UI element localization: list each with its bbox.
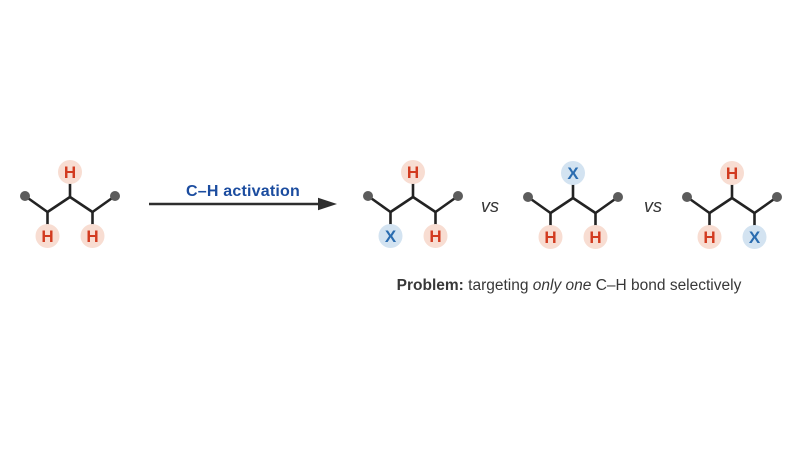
reaction-arrow-label: C–H activation [186, 183, 300, 200]
substituent-highlight-top [58, 160, 82, 184]
problem-caption: Problem: targeting only one C–H bond sel… [349, 277, 789, 295]
reaction-arrow-icon [147, 197, 341, 211]
vs-label-1: vs [481, 196, 499, 216]
substituent-highlight-top [720, 161, 744, 185]
substituent-highlight-bottom_left [35, 224, 60, 248]
problem-caption-emphasis: only one [532, 277, 592, 294]
substituent-label-bottom_left: H [703, 228, 715, 247]
problem-caption-mid: targeting [463, 277, 533, 294]
molecule-skeleton: X H H [523, 161, 623, 249]
substituent-label-top: H [64, 163, 76, 182]
problem-caption-end: C–H bond selectively [591, 277, 742, 294]
vs-label-2: vs [644, 196, 662, 216]
terminal-dot [363, 191, 373, 201]
substituent-highlight-bottom_right [583, 225, 608, 249]
terminal-dot [453, 191, 463, 201]
substituent-label-bottom_right: H [589, 228, 601, 247]
substituent-highlight-bottom_right [423, 224, 448, 248]
substituent-label-bottom_left: X [385, 227, 397, 246]
substituent-label-bottom_left: H [544, 228, 556, 247]
substituent-label-top: H [726, 164, 738, 183]
terminal-dot [523, 192, 533, 202]
molecule-product-gamma: H H X [675, 159, 789, 251]
bond [411, 195, 437, 214]
substituent-label-bottom_right: X [749, 228, 761, 247]
bond [68, 195, 94, 214]
bond [46, 195, 72, 214]
terminal-dot [110, 191, 120, 201]
bond [730, 196, 756, 215]
molecule-skeleton: H H X [682, 161, 782, 249]
substituent-label-bottom_right: H [86, 227, 98, 246]
bond [708, 196, 734, 215]
terminal-dot [772, 192, 782, 202]
terminal-dot [20, 191, 30, 201]
molecule-product-alpha: H X H [356, 158, 470, 250]
problem-caption-lead: Problem: [396, 277, 464, 294]
arrow-head [318, 197, 337, 211]
bond [571, 196, 597, 215]
substituent-highlight-bottom_right [742, 225, 767, 249]
substituent-label-bottom_left: H [41, 227, 53, 246]
substituent-highlight-bottom_left [378, 224, 403, 248]
molecule-skeleton: H X H [363, 160, 463, 248]
substituent-highlight-bottom_left [697, 225, 722, 249]
substituent-highlight-top [561, 161, 585, 185]
molecule-skeleton: H H H [20, 160, 120, 248]
terminal-dot [682, 192, 692, 202]
bond [389, 195, 415, 214]
substituent-highlight-bottom_right [80, 224, 105, 248]
molecule-reactant: H H H [13, 158, 127, 250]
terminal-dot [613, 192, 623, 202]
bond [549, 196, 575, 215]
substituent-highlight-top [401, 160, 425, 184]
substituent-label-top: H [407, 163, 419, 182]
molecule-product-beta: X H H [516, 159, 630, 251]
substituent-label-bottom_right: H [429, 227, 441, 246]
substituent-highlight-bottom_left [538, 225, 563, 249]
substituent-label-top: X [567, 164, 579, 183]
